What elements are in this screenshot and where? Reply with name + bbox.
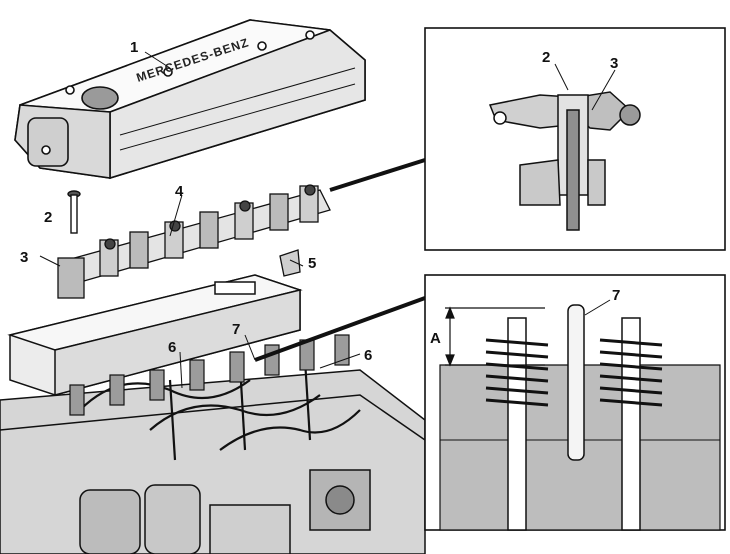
- inset2-callout-7: 7: [612, 287, 620, 304]
- valve-cover: [14, 19, 366, 180]
- callout-7: 7: [232, 321, 240, 338]
- rocker-arm-assembly: [57, 184, 331, 299]
- callout-6-right: 6: [364, 347, 372, 364]
- inset-valve-spring-section: [424, 274, 726, 531]
- cover-bolt: [67, 190, 81, 234]
- callout-2: 2: [44, 209, 52, 226]
- engine-block: [0, 274, 426, 554]
- callout-6-left: 6: [168, 339, 176, 356]
- inset1-callout-3: 3: [610, 55, 618, 72]
- valve-spring-stack: [69, 334, 350, 416]
- leader-inset-2: [254, 296, 426, 362]
- inset-rocker-detail: [424, 27, 726, 251]
- callout-1: 1: [130, 39, 138, 56]
- callout-4: 4: [175, 183, 184, 200]
- leader-inset-1: [329, 158, 426, 192]
- inset2-dimension-a: A: [430, 330, 441, 347]
- callout-5: 5: [308, 255, 316, 272]
- callout-3: 3: [20, 249, 28, 266]
- inset1-callout-2: 2: [542, 49, 550, 66]
- rocker-support-part-5: [279, 249, 301, 277]
- callout-leaders: [39, 51, 616, 389]
